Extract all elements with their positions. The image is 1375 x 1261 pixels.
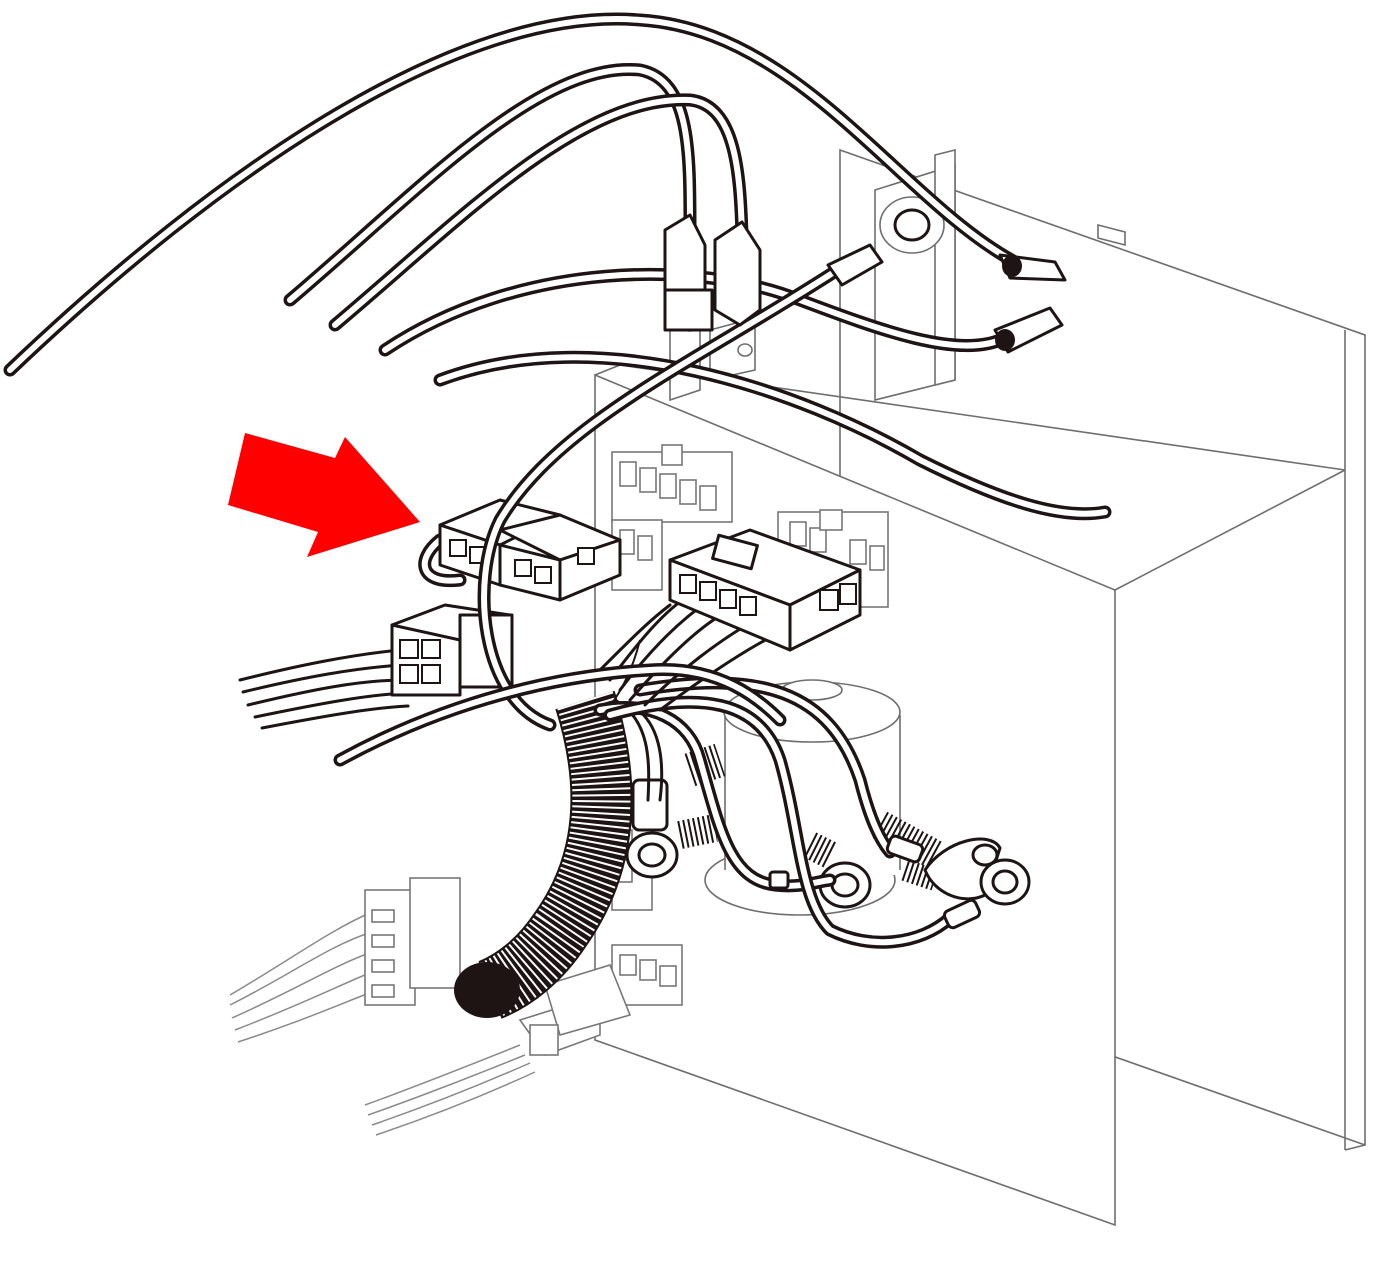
flexible-conduit <box>454 639 641 1019</box>
red-arrow-pointing-at-connector <box>228 433 420 557</box>
main-cables <box>3 12 1112 767</box>
wire-splice-connector <box>418 498 622 602</box>
grey-connectors-lower <box>229 877 632 1136</box>
cable-ferrules <box>663 213 1067 354</box>
panel-sockets <box>611 444 889 1006</box>
